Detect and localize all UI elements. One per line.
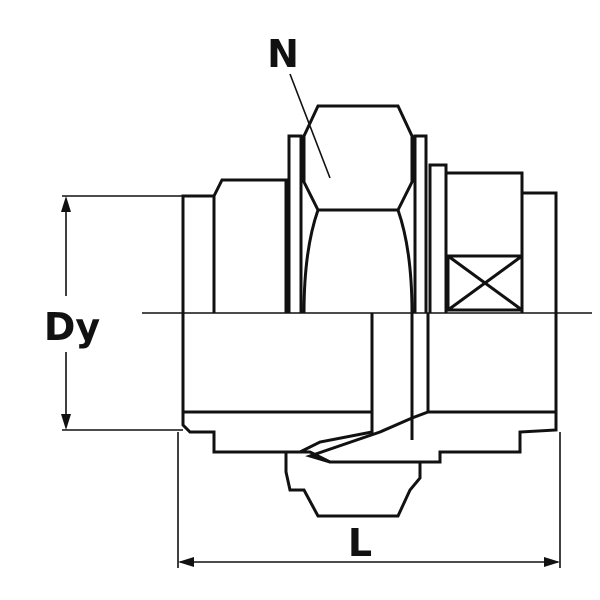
nut-section bbox=[284, 450, 422, 518]
lower-bore bbox=[181, 313, 558, 440]
left-wall-section bbox=[181, 410, 374, 454]
n-label: N bbox=[267, 32, 299, 76]
union-nut bbox=[287, 104, 428, 314]
dimension-dy bbox=[61, 195, 183, 431]
right-pipe-end bbox=[428, 163, 558, 313]
l-label: L bbox=[348, 521, 372, 565]
left-pipe-end bbox=[181, 178, 288, 313]
dy-label: Dy bbox=[44, 305, 101, 349]
dimension-l bbox=[177, 432, 561, 568]
right-wall-section bbox=[305, 410, 558, 464]
n-leader bbox=[289, 73, 331, 179]
